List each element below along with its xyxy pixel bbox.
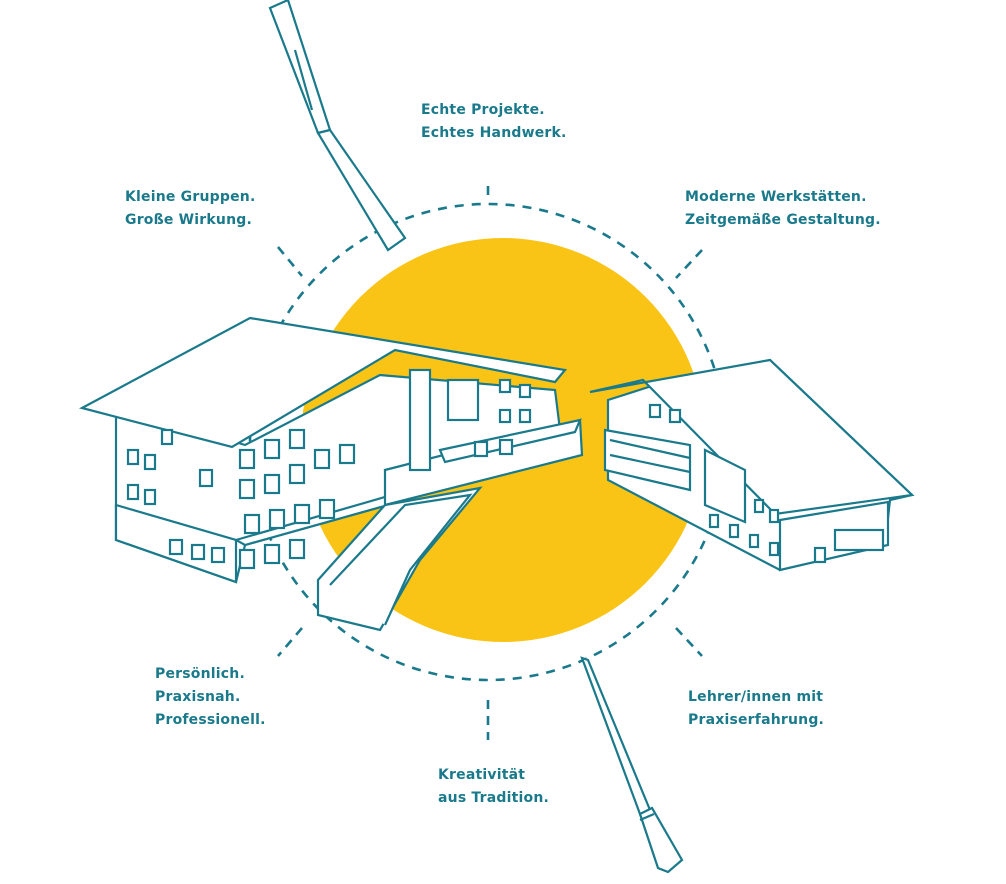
label-line: Professionell. <box>155 712 266 728</box>
label-line: Kreativität <box>438 767 526 783</box>
chisel-tool-icon <box>268 0 407 252</box>
main-school-building <box>79 316 584 632</box>
radial-tick-marks <box>276 186 703 740</box>
label-line: Große Wirkung. <box>125 212 252 228</box>
paintbrush-tool-icon <box>580 656 684 874</box>
label-moderne-werkstaetten: Moderne Werkstätten. Zeitgemäße Gestaltu… <box>685 186 881 232</box>
label-line: Praxisnah. <box>155 689 241 705</box>
label-line: Kleine Gruppen. <box>125 189 256 205</box>
label-line: Zeitgemäße Gestaltung. <box>685 212 881 228</box>
label-persoenlich: Persönlich. Praxisnah. Professionell. <box>155 663 266 732</box>
label-line: Praxiserfahrung. <box>688 712 825 728</box>
label-line: Lehrer/innen mit <box>688 689 824 705</box>
label-lehrer-innen: Lehrer/innen mit Praxiserfahrung. <box>688 686 824 732</box>
label-kreativitaet: Kreativität aus Tradition. <box>438 764 549 810</box>
workshop-building <box>589 358 915 572</box>
label-line: Echte Projekte. <box>421 102 545 118</box>
label-line: Persönlich. <box>155 666 245 682</box>
building-windows <box>126 368 532 570</box>
label-line: aus Tradition. <box>438 790 549 806</box>
label-line: Moderne Werkstätten. <box>685 189 867 205</box>
label-line: Echtes Handwerk. <box>421 125 567 141</box>
label-kleine-gruppen: Kleine Gruppen. Große Wirkung. <box>125 186 255 232</box>
label-echte-projekte: Echte Projekte. Echtes Handwerk. <box>421 99 567 145</box>
